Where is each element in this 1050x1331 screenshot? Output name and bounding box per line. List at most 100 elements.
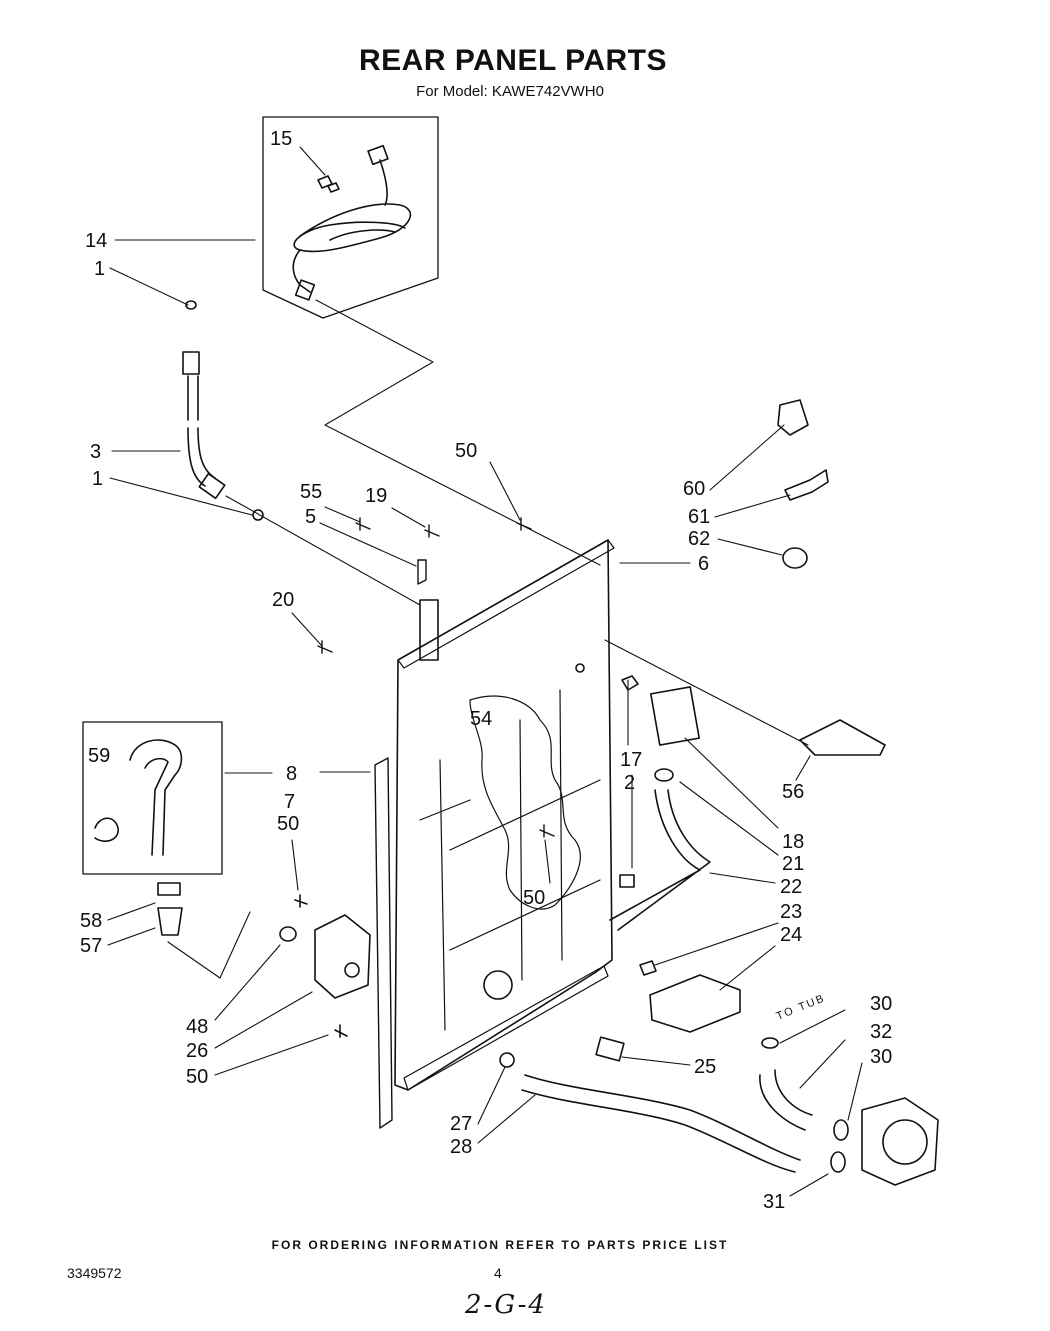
inlet-hose-group <box>182 300 421 606</box>
callout-54: 54 <box>470 708 492 730</box>
callout-31: 31 <box>763 1191 785 1213</box>
washer-1-top <box>185 300 197 310</box>
inlet-hose <box>187 375 216 487</box>
callout-55: 55 <box>300 481 322 503</box>
cord-leader-line <box>315 299 601 566</box>
bracket-24 <box>649 974 741 1033</box>
callout-30-top: 30 <box>870 993 892 1015</box>
clip-23 <box>639 960 657 976</box>
power-cord-coil <box>293 203 412 253</box>
callout-15: 15 <box>270 128 292 150</box>
panel-bracket-left <box>419 599 439 661</box>
bracket-56 <box>799 719 886 756</box>
valve-group <box>604 639 886 931</box>
model-subtitle: For Model: KAWE742VWH0 <box>416 83 604 100</box>
callout-20: 20 <box>272 589 294 611</box>
callout-32: 32 <box>870 1021 892 1043</box>
drain-connector-57 <box>157 907 183 936</box>
panel-screw-hole <box>575 663 585 673</box>
callout-21: 21 <box>782 853 804 875</box>
panel-opening <box>483 970 513 1000</box>
clamp-30-mid <box>833 1119 849 1141</box>
callout-7: 7 <box>284 791 295 813</box>
pump-outlet <box>344 962 360 978</box>
screw-50-top <box>516 517 532 531</box>
screw-50-upper <box>294 894 308 908</box>
callout-59: 59 <box>88 745 110 767</box>
part-62 <box>782 547 808 569</box>
washer-1-lower <box>252 509 264 521</box>
cord-connector <box>294 279 316 301</box>
callout-28: 28 <box>450 1136 472 1158</box>
pump-bracket-group <box>279 894 371 1038</box>
grommet-27 <box>499 1052 515 1068</box>
screw-20 <box>317 640 333 654</box>
valve-leader <box>604 639 809 746</box>
callout-19: 19 <box>365 485 387 507</box>
valve-hose-22 <box>609 789 711 931</box>
page-number: 4 <box>494 1265 502 1281</box>
callout-56: 56 <box>782 781 804 803</box>
callout-62: 62 <box>688 528 710 550</box>
pump-hoses-group <box>521 1037 939 1186</box>
rear-panel-top-flange <box>397 539 615 669</box>
callout-22: 22 <box>780 876 802 898</box>
drain-hose-group <box>82 721 251 979</box>
ordering-note: FOR ORDERING INFORMATION REFER TO PARTS … <box>271 1238 729 1252</box>
side-strip-7 <box>374 757 393 1129</box>
drain-leader <box>167 911 251 979</box>
part-61 <box>784 469 829 501</box>
clip-5 <box>417 559 427 585</box>
part-60 <box>777 399 809 436</box>
callout-27: 27 <box>450 1113 472 1135</box>
callout-48: 48 <box>186 1016 208 1038</box>
rear-panel <box>394 539 613 1091</box>
callout-50-bottom: 50 <box>186 1066 208 1088</box>
callout-labels: 15 14 1 3 1 50 55 19 5 60 61 62 6 20 54 … <box>80 128 892 1213</box>
to-tub-annotation: TO TUB <box>775 992 828 1023</box>
page-title: REAR PANEL PARTS <box>358 44 668 77</box>
ring-21 <box>654 768 674 782</box>
pump-bracket-26 <box>314 914 371 999</box>
power-cord-plug <box>367 144 389 166</box>
callout-50-mid-left: 50 <box>277 813 299 835</box>
screw-19 <box>424 524 440 538</box>
callout-17: 17 <box>620 749 642 771</box>
hose-32 <box>759 1069 813 1131</box>
leader-lines <box>107 146 863 1197</box>
drain-hose-cuff-58 <box>157 882 181 896</box>
screws-group <box>317 517 555 838</box>
panel-stiffener-ribs <box>419 689 601 1031</box>
document-number: 3349572 <box>67 1265 122 1281</box>
power-cord-group <box>262 116 439 319</box>
power-cord-box <box>262 116 439 319</box>
callout-1-top: 1 <box>94 258 105 280</box>
callout-6: 6 <box>698 553 709 575</box>
plug-25 <box>595 1036 625 1062</box>
callout-24: 24 <box>780 924 802 946</box>
callout-23: 23 <box>780 901 802 923</box>
pump <box>861 1097 939 1186</box>
top-right-parts <box>777 399 829 569</box>
clamp-31 <box>830 1151 846 1173</box>
callout-14: 14 <box>85 230 107 252</box>
callout-30-lower: 30 <box>870 1046 892 1068</box>
handwritten-note: 2-G-4 <box>465 1290 547 1320</box>
callout-5: 5 <box>305 506 316 528</box>
drain-hose-59 <box>129 739 183 856</box>
screw-50-mid <box>539 824 555 838</box>
callout-3: 3 <box>90 441 101 463</box>
screw-50-lower <box>334 1024 348 1038</box>
callout-26: 26 <box>186 1040 208 1062</box>
panel-wiring-harness <box>469 695 581 910</box>
hose-clip-59 <box>94 817 119 842</box>
clamp-48 <box>279 926 297 942</box>
pump-impeller-housing <box>882 1119 928 1165</box>
callout-25: 25 <box>694 1056 716 1078</box>
callout-2: 2 <box>624 772 635 794</box>
cord-clamp-15 <box>317 175 340 193</box>
callout-1-lower: 1 <box>92 468 103 490</box>
hose-leader <box>225 495 421 606</box>
callout-18: 18 <box>782 831 804 853</box>
